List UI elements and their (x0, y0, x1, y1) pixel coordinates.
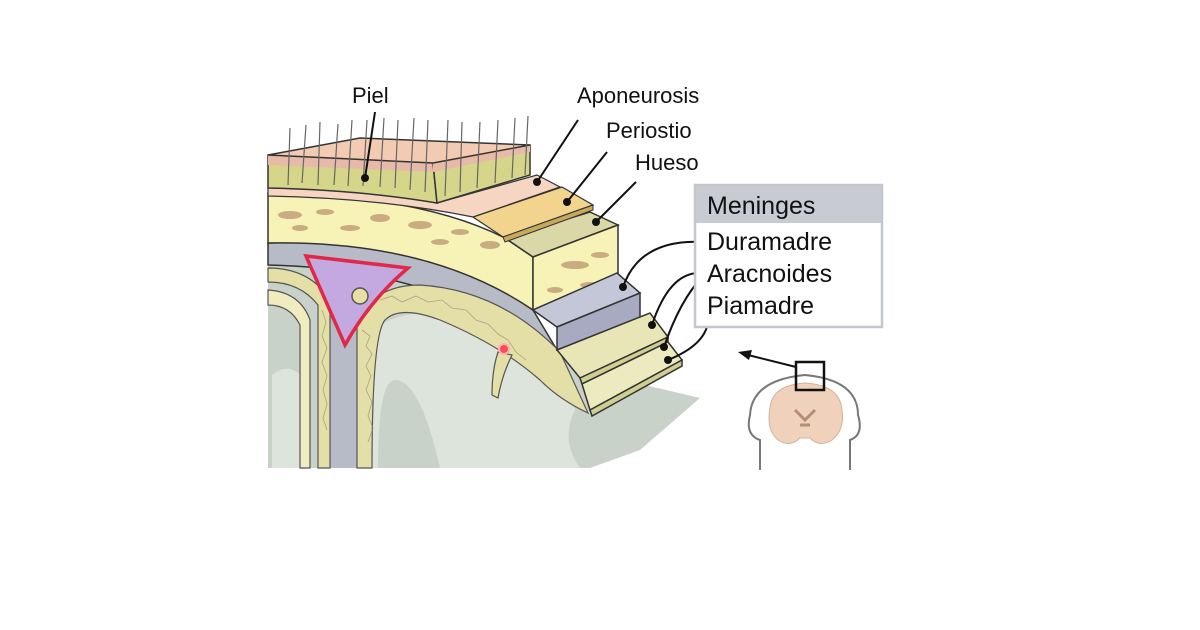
meninges-title: Meninges (707, 192, 815, 220)
meninges-item-dura: Duramadre (707, 228, 832, 256)
arachnoid-granulation (351, 287, 369, 305)
label-bone: Hueso (635, 150, 699, 175)
meninges-item-arachnoid: Aracnoides (707, 260, 832, 288)
vessel-dot (498, 343, 510, 355)
label-periosteum: Periostio (606, 118, 692, 143)
arrow-head-icon (738, 350, 752, 360)
meninges-item-pia: Piamadre (707, 292, 814, 320)
zoom-region-box (794, 360, 826, 392)
meninges-legend-box: Meninges Duramadre Aracnoides Piamadre (693, 183, 884, 329)
head-cross-section-icon (738, 350, 861, 470)
arachnoid-layer (267, 267, 590, 469)
arrow-line (747, 354, 797, 368)
skin-layer (267, 137, 531, 204)
arachnoid-mesh (321, 295, 527, 443)
bone-spots (278, 209, 609, 293)
hairs (287, 115, 529, 197)
label-aponeurosis: Aponeurosis (577, 83, 699, 108)
label-skin: Piel (352, 83, 389, 108)
